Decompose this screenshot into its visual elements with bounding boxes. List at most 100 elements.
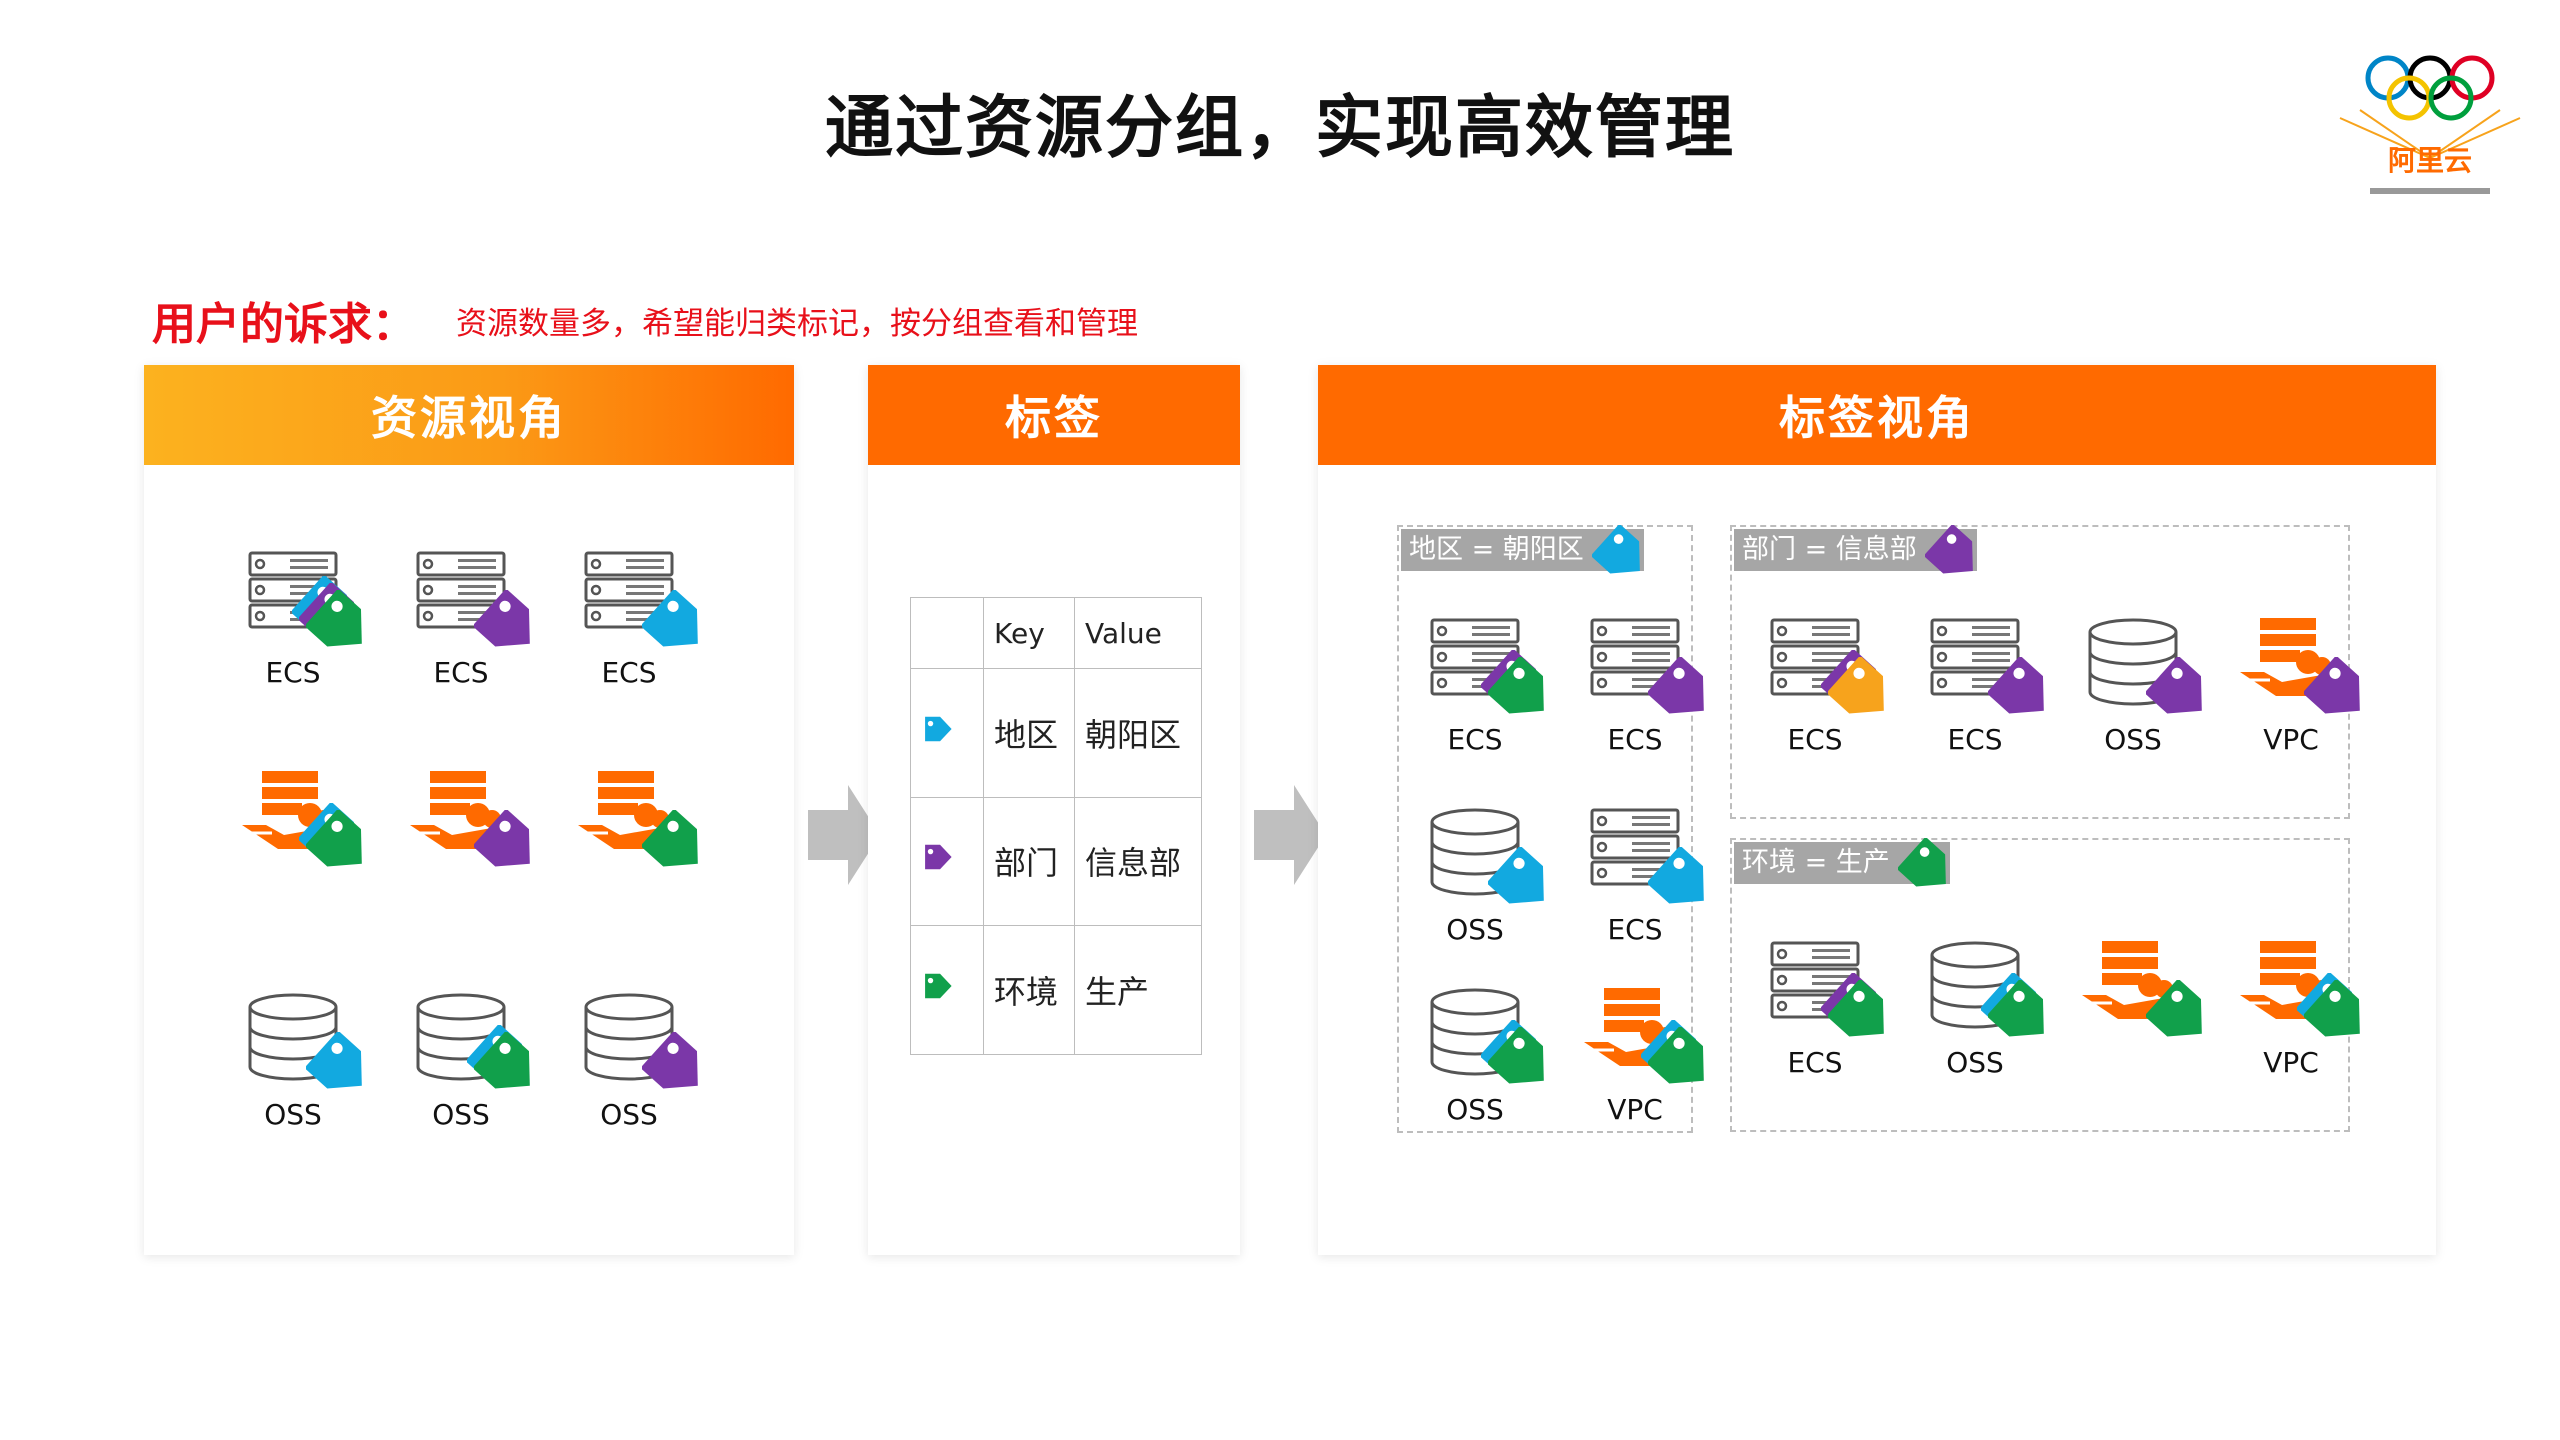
- tag-icon: [2304, 980, 2360, 1037]
- resource-label: OSS: [2104, 723, 2162, 756]
- tag-icon: [1488, 847, 1544, 904]
- tag-icon: [2146, 980, 2202, 1037]
- page-title: 通过资源分组，实现高效管理: [824, 89, 1735, 168]
- resource-label: OSS: [600, 1098, 658, 1131]
- tag-row: 地区 朝阳区: [910, 668, 1202, 798]
- tag-icon: [306, 1032, 362, 1089]
- resource-ecs: ECS: [1740, 928, 1920, 1088]
- resource-label: OSS: [1446, 1093, 1504, 1126]
- tag-key: 地区: [983, 668, 1075, 798]
- resource-vpc: [386, 758, 566, 918]
- tag-icon: [1591, 525, 1640, 574]
- column-value: Value: [1074, 597, 1202, 669]
- resource-label: ECS: [1947, 723, 2003, 756]
- ecs-icon: [1590, 618, 1680, 696]
- resource-ecs: ECS: [1560, 605, 1740, 765]
- ecs-icon: [1930, 618, 2020, 696]
- resource-label: ECS: [265, 656, 321, 689]
- tag-icon: [642, 590, 698, 647]
- resource-label: VPC: [2263, 723, 2319, 756]
- resource-vpc: VPC: [1560, 975, 1740, 1135]
- resource-ecs: ECS: [218, 538, 398, 698]
- resource-label: VPC: [2263, 1046, 2319, 1079]
- tag-icon: [925, 845, 952, 870]
- resource-oss: OSS: [386, 980, 566, 1140]
- tag-icon: [1897, 838, 1946, 887]
- tag-key: 部门: [983, 796, 1075, 927]
- arrow-right-icon: [808, 785, 880, 885]
- arrow-right-icon: [1254, 785, 1326, 885]
- resource-view-header: 资源视角: [144, 365, 794, 465]
- tag-icon: [1924, 525, 1973, 574]
- tag-value: 信息部: [1074, 796, 1202, 927]
- resource-ecs: ECS: [386, 538, 566, 698]
- resource-label: VPC: [1607, 1093, 1663, 1126]
- vpc-icon: [2082, 941, 2184, 1019]
- resource-vpc: [554, 758, 734, 918]
- tag-icon: [925, 716, 952, 742]
- resource-vpc: [218, 758, 398, 918]
- resource-label: ECS: [1607, 723, 1663, 756]
- tag-icon: [925, 973, 952, 999]
- tag-view-panel: 标签视角: [1318, 365, 2436, 1255]
- tag-table-header: Key Value: [910, 597, 1202, 669]
- resource-label: OSS: [1446, 913, 1504, 946]
- resource-oss: OSS: [1400, 795, 1580, 955]
- tag-icon: [474, 1032, 530, 1089]
- tag-icon: [1828, 657, 1884, 714]
- resource-ecs: ECS: [1400, 605, 1580, 765]
- requirement-label: 用户的诉求：: [152, 299, 416, 350]
- resource-oss: OSS: [2058, 605, 2238, 765]
- tag-row: 部门 信息部: [910, 796, 1202, 927]
- resource-oss: OSS: [218, 980, 398, 1140]
- tag-row: 环境 生产: [910, 925, 1202, 1055]
- requirement-text: 资源数量多，希望能归类标记，按分组查看和管理: [456, 305, 1138, 342]
- resource-ecs: ECS: [1740, 605, 1920, 765]
- tag-panel-header: 标签: [868, 365, 1240, 465]
- tag-value: 生产: [1074, 925, 1202, 1055]
- resource-label: ECS: [1607, 913, 1663, 946]
- tag-icon: [1988, 657, 2044, 714]
- resource-oss: OSS: [1900, 928, 2080, 1088]
- tag-icon: [642, 1032, 698, 1089]
- tag-icon: [1648, 847, 1704, 904]
- resource-label: ECS: [433, 656, 489, 689]
- resource-ecs: ECS: [1560, 795, 1740, 955]
- resource-vpc: [2058, 928, 2238, 1088]
- resource-label: ECS: [1787, 1046, 1843, 1079]
- tag-icon: [306, 810, 362, 867]
- requirement: 用户的诉求： 资源数量多，希望能归类标记，按分组查看和管理: [152, 290, 1138, 350]
- resource-label: ECS: [601, 656, 657, 689]
- resource-vpc: VPC: [2216, 605, 2396, 765]
- resource-label: OSS: [1946, 1046, 2004, 1079]
- tag-icon: [642, 810, 698, 867]
- group-region-chaoyang: 地区 = 朝阳区: [1397, 525, 1693, 1133]
- tag-icon: [2304, 657, 2360, 714]
- resource-label: ECS: [1447, 723, 1503, 756]
- group-label: 部门 = 信息部: [1734, 525, 1977, 574]
- tag-icon: [1988, 980, 2044, 1037]
- brand-name: 阿里云: [2388, 144, 2472, 177]
- tag-icon: [474, 590, 530, 647]
- tag-key: 环境: [983, 925, 1075, 1055]
- resource-oss: OSS: [554, 980, 734, 1140]
- resource-label: OSS: [432, 1098, 490, 1131]
- tag-view-header: 标签视角: [1318, 365, 2436, 465]
- alibaba-cloud-logo: 阿里云: [2339, 55, 2521, 194]
- tag-icon: [1488, 657, 1544, 714]
- resource-label: ECS: [1787, 723, 1843, 756]
- group-department-info: 部门 = 信息部: [1730, 525, 2350, 819]
- resource-ecs: ECS: [554, 538, 734, 698]
- group-env-production: 环境 = 生产: [1730, 838, 2350, 1132]
- tag-icon: [1648, 657, 1704, 714]
- group-label: 地区 = 朝阳区: [1401, 525, 1644, 574]
- tag-value: 朝阳区: [1074, 668, 1202, 798]
- tag-icon: [1828, 980, 1884, 1037]
- tag-icon: [1488, 1027, 1544, 1084]
- tag-icon: [1648, 1027, 1704, 1084]
- tag-icon: [306, 590, 362, 647]
- tag-icon: [474, 810, 530, 867]
- resource-oss: OSS: [1400, 975, 1580, 1135]
- resource-vpc: VPC: [2216, 928, 2396, 1088]
- tag-icon: [2146, 657, 2202, 714]
